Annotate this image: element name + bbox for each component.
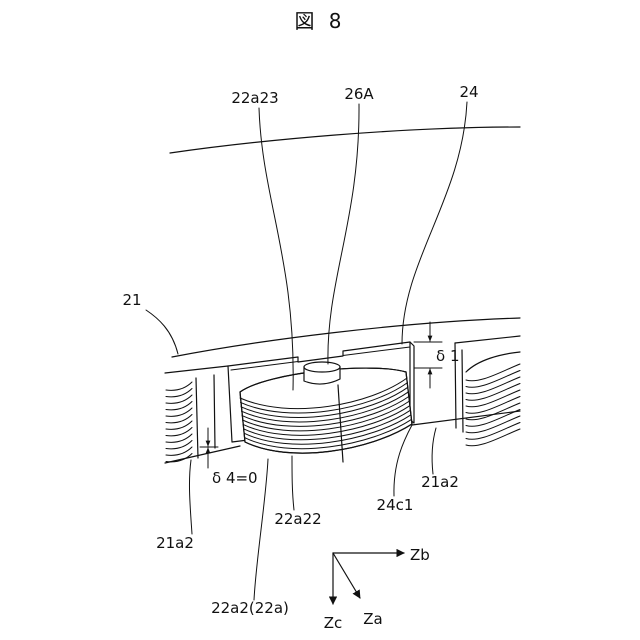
left-coil (166, 382, 192, 462)
leader-coil-lower (292, 456, 294, 510)
label-gap-bottom: δ 4=0 (212, 469, 258, 487)
label-coil: 22a2(22a) (211, 599, 289, 617)
label-ring-tooth-left: 21a2 (156, 534, 194, 552)
right-coil-layer (466, 423, 520, 440)
right-coil-layer (466, 416, 520, 433)
axes: Zb Zc Za (324, 546, 430, 632)
right-slot-side (462, 350, 463, 432)
ring-outer-edge (170, 127, 520, 153)
right-slot-top-edge (455, 336, 520, 343)
leader-coil-upper (259, 108, 293, 390)
right-coil-layer (466, 377, 520, 394)
label-ring: 21 (122, 291, 141, 309)
leader-ring-tooth-right (432, 428, 436, 474)
label-pin: 26A (344, 85, 374, 103)
right-coil-layer (466, 371, 520, 388)
right-coil-layer (466, 364, 520, 381)
leader-insulator (402, 102, 467, 344)
right-coil-layer (466, 384, 520, 401)
label-insulator: 24 (459, 83, 478, 101)
label-ring-tooth-right: 21a2 (421, 473, 459, 491)
leader-ring-tooth-left (189, 460, 192, 534)
right-coil-layer (466, 429, 520, 446)
left-slot-side (196, 378, 198, 458)
label-coil-lower: 22a22 (274, 510, 321, 528)
axis-zc-label: Zc (324, 614, 343, 632)
label-gap-top: δ 1 (436, 347, 460, 365)
label-insulator-edge: 24c1 (377, 496, 414, 514)
right-coil-top (466, 352, 520, 372)
pin (304, 362, 340, 384)
left-tooth-edge (214, 375, 215, 448)
right-coil-layer (466, 390, 520, 407)
leader-insulator-edge (394, 425, 412, 496)
axis-za-label: Za (363, 610, 382, 628)
label-coil-upper: 22a23 (231, 89, 278, 107)
leader-ring (146, 310, 178, 354)
right-coil (466, 352, 520, 446)
left-slot-top-edge (165, 366, 228, 373)
figure-title: 図 8 (294, 9, 345, 33)
axis-zb-label: Zb (410, 546, 430, 564)
right-coil-layer (466, 397, 520, 414)
axis-za-arrow (333, 553, 360, 598)
left-coil-layer (166, 382, 192, 390)
leader-pin (328, 104, 359, 364)
pin-top (304, 362, 340, 372)
